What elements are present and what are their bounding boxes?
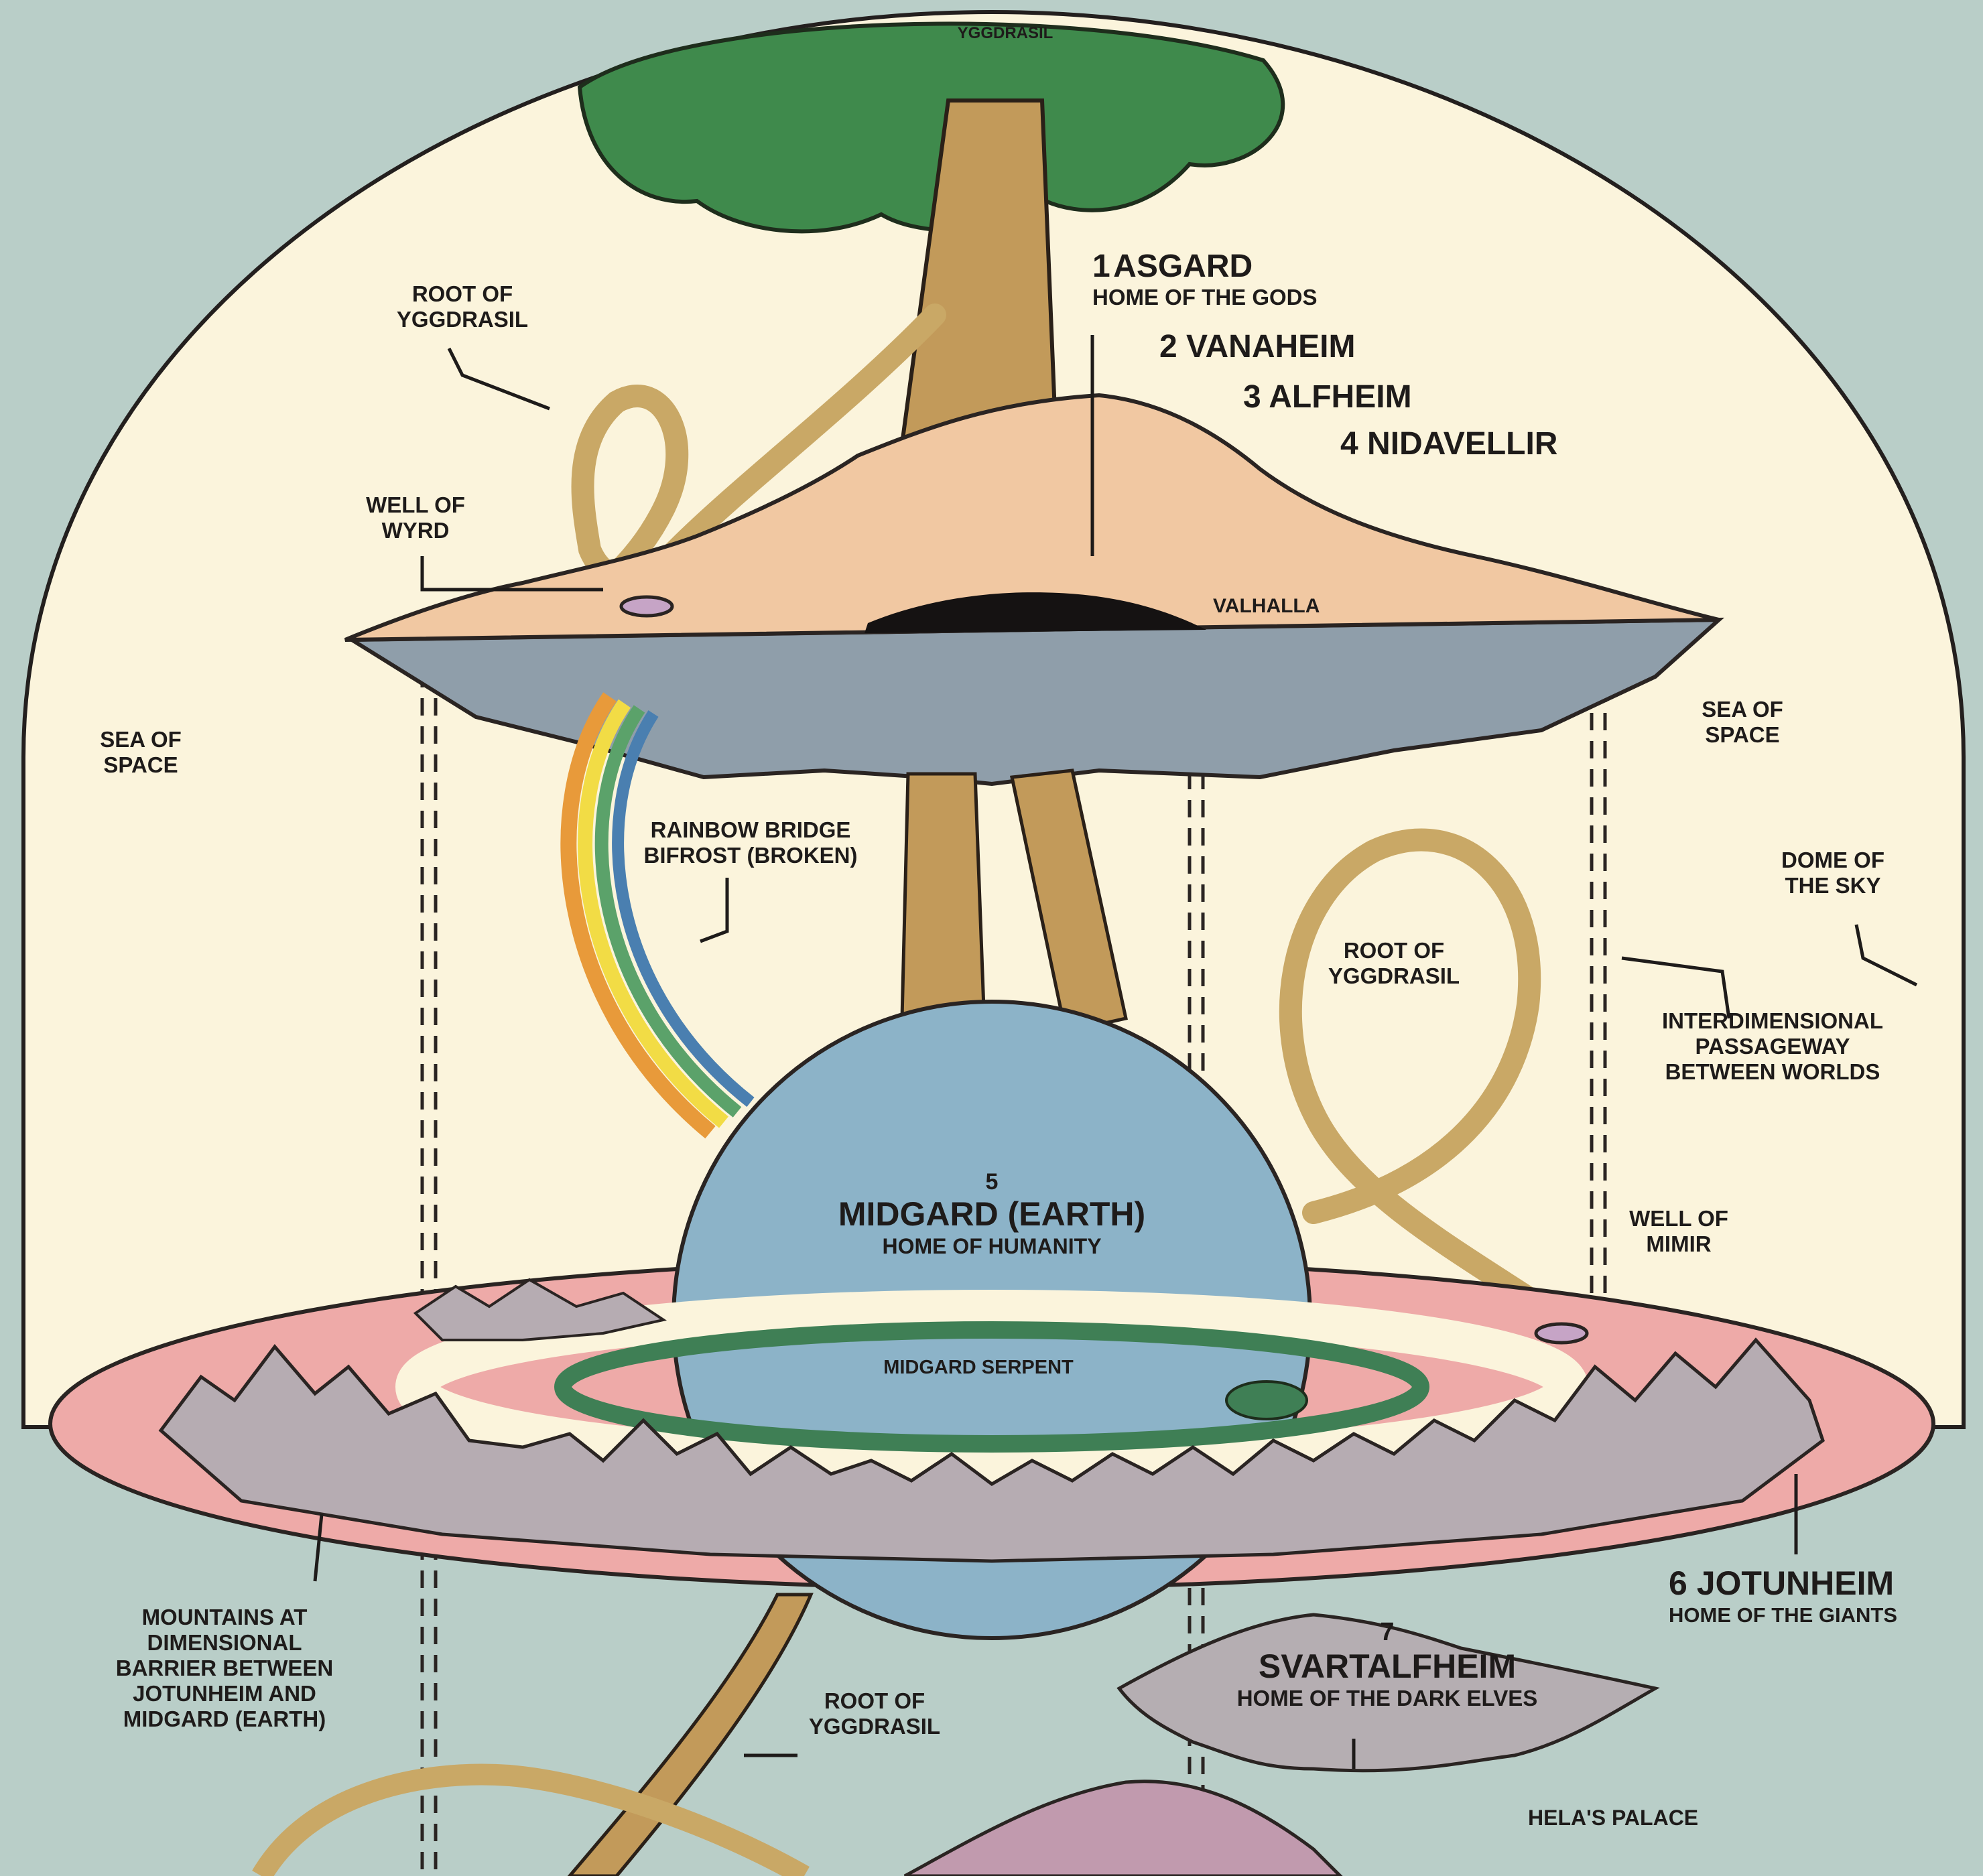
- label-alfheim: 3 ALFHEIM: [1243, 379, 1412, 415]
- label-vanaheim: 2 VANAHEIM: [1159, 328, 1355, 365]
- label-root-bottom-line2: YGGDRASIL: [784, 1714, 965, 1739]
- jotunheim-name: 6 JOTUNHEIM: [1669, 1564, 1897, 1603]
- midgard-number: 5: [791, 1169, 1193, 1195]
- asgard-number: 1: [1092, 249, 1110, 284]
- label-nidavellir: 4 NIDAVELLIR: [1340, 425, 1557, 462]
- label-mountains-line4: JOTUNHEIM AND: [67, 1681, 382, 1706]
- label-root-top-line2: YGGDRASIL: [375, 307, 550, 332]
- yggdrasil-title: YGGDRASIL: [885, 24, 1126, 43]
- label-root-right: ROOT OF YGGDRASIL: [1300, 938, 1488, 989]
- label-asgard: 1 ASGARD HOME OF THE GODS: [1092, 248, 1318, 310]
- serpent-head: [1226, 1382, 1307, 1419]
- label-mountains-line1: MOUNTAINS AT: [67, 1605, 382, 1630]
- label-root-top: ROOT OF YGGDRASIL: [375, 281, 550, 332]
- asgard-name: ASGARD: [1113, 249, 1253, 284]
- well-of-mimir-marker: [1536, 1324, 1587, 1343]
- label-jotunheim: 6 JOTUNHEIM HOME OF THE GIANTS: [1669, 1564, 1897, 1627]
- label-sea-left-line1: SEA OF: [74, 727, 208, 752]
- label-dome: DOME OF THE SKY: [1756, 848, 1910, 898]
- label-svartalfheim: 7 SVARTALFHEIM HOME OF THE DARK ELVES: [1193, 1618, 1582, 1711]
- label-serpent: MIDGARD SERPENT: [804, 1357, 1153, 1379]
- label-well-wyrd: WELL OF WYRD: [348, 492, 483, 543]
- jotunheim-subtitle: HOME OF THE GIANTS: [1669, 1603, 1897, 1627]
- hel-realm: [905, 1782, 1340, 1876]
- label-midgard: 5 MIDGARD (EARTH) HOME OF HUMANITY: [791, 1169, 1193, 1258]
- label-well-wyrd-line2: WYRD: [348, 518, 483, 543]
- svartalfheim-number: 7: [1193, 1618, 1582, 1648]
- label-well-wyrd-line1: WELL OF: [348, 492, 483, 518]
- asgard-subtitle: HOME OF THE GODS: [1092, 285, 1318, 310]
- label-rainbow-bridge: RAINBOW BRIDGE BIFROST (BROKEN): [603, 817, 898, 868]
- label-mountains: MOUNTAINS AT DIMENSIONAL BARRIER BETWEEN…: [67, 1605, 382, 1732]
- well-of-wyrd-marker: [621, 597, 672, 616]
- label-hela-palace: HELA'S PALACE: [1528, 1806, 1698, 1830]
- label-passageway-line1: INTERDIMENSIONAL: [1622, 1008, 1923, 1034]
- label-passageway: INTERDIMENSIONAL PASSAGEWAY BETWEEN WORL…: [1622, 1008, 1923, 1085]
- label-mountains-line3: BARRIER BETWEEN: [67, 1656, 382, 1681]
- label-root-bottom-line1: ROOT OF: [784, 1688, 965, 1714]
- label-root-bottom: ROOT OF YGGDRASIL: [784, 1688, 965, 1739]
- lower-loop-root: [261, 1775, 804, 1876]
- label-passageway-line2: PASSAGEWAY: [1622, 1034, 1923, 1059]
- label-root-top-line1: ROOT OF: [375, 281, 550, 307]
- label-sea-left: SEA OF SPACE: [74, 727, 208, 778]
- label-dome-line1: DOME OF: [1756, 848, 1910, 873]
- lower-root: [570, 1595, 811, 1876]
- label-sea-right-line1: SEA OF: [1675, 697, 1809, 722]
- label-sea-left-line2: SPACE: [74, 752, 208, 778]
- label-sea-right: SEA OF SPACE: [1675, 697, 1809, 748]
- label-well-mimir-line2: MIMIR: [1608, 1231, 1749, 1257]
- midgard-subtitle: HOME OF HUMANITY: [791, 1234, 1193, 1259]
- label-rainbow-bridge-line2: BIFROST (BROKEN): [603, 843, 898, 868]
- label-well-mimir: WELL OF MIMIR: [1608, 1206, 1749, 1257]
- label-mountains-line5: MIDGARD (EARTH): [67, 1706, 382, 1732]
- label-sea-right-line2: SPACE: [1675, 722, 1809, 748]
- svartalfheim-name: SVARTALFHEIM: [1193, 1648, 1582, 1686]
- label-valhalla: VALHALLA: [1213, 595, 1320, 618]
- label-root-right-line1: ROOT OF: [1300, 938, 1488, 963]
- label-dome-line2: THE SKY: [1756, 873, 1910, 898]
- label-root-right-line2: YGGDRASIL: [1300, 963, 1488, 989]
- midgard-name: MIDGARD (EARTH): [791, 1195, 1193, 1234]
- label-rainbow-bridge-line1: RAINBOW BRIDGE: [603, 817, 898, 843]
- label-passageway-line3: BETWEEN WORLDS: [1622, 1059, 1923, 1085]
- label-well-mimir-line1: WELL OF: [1608, 1206, 1749, 1231]
- label-mountains-line2: DIMENSIONAL: [67, 1630, 382, 1656]
- svartalfheim-subtitle: HOME OF THE DARK ELVES: [1193, 1686, 1582, 1711]
